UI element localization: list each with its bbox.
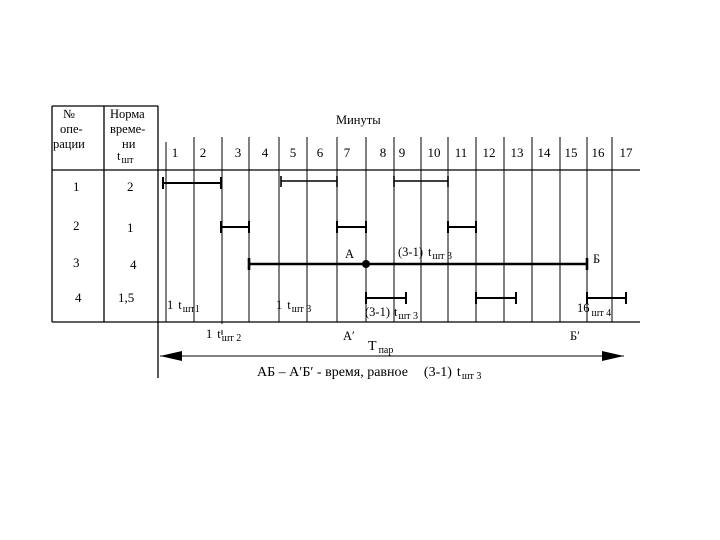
minute-label-4: 4 — [262, 145, 269, 160]
minute-label-11: 11 — [455, 145, 468, 160]
header-norm-line2: време- — [110, 122, 145, 136]
op1-bar-1 — [162, 177, 222, 189]
op4-bar-2 — [475, 292, 517, 304]
header-norm-line1: Норма — [110, 107, 145, 121]
minute-label-13: 13 — [511, 145, 524, 160]
op4-bar-3 — [586, 292, 627, 304]
row-op-1: 1 — [73, 179, 80, 194]
row-op-2: 2 — [73, 218, 80, 233]
minute-label-15: 15 — [565, 145, 578, 160]
row-norm-3: 4 — [130, 257, 137, 272]
minute-label-14: 14 — [538, 145, 552, 160]
op2-bar-1 — [220, 221, 250, 233]
caption: АБ – А′Б′ - время, равное(3-1)tшт 3 — [257, 365, 481, 382]
minutes-title: Минуты — [336, 113, 381, 127]
op4-bar-1 — [365, 292, 407, 304]
minute-label-10: 10 — [428, 145, 441, 160]
op3-bar — [247, 258, 589, 270]
minute-label-16: 16 — [592, 145, 606, 160]
minute-label-8: 8 — [380, 145, 387, 160]
minute-label-9: 9 — [399, 145, 406, 160]
row-norm-4: 1,5 — [118, 290, 134, 305]
label-point-a-prime: А′ — [343, 329, 355, 343]
op1-bar-2 — [280, 176, 338, 187]
op2-bar-3 — [447, 221, 477, 233]
label-point-b: Б — [593, 252, 600, 266]
header-op-line1: № — [63, 107, 75, 121]
minute-label-1: 1 — [172, 145, 179, 160]
label-point-b-prime: Б′ — [570, 329, 580, 343]
header-norm-line3: ни — [122, 137, 136, 151]
label-point-a: А — [345, 247, 354, 261]
op1-bar-3 — [393, 176, 449, 187]
header-norm-symbol: tшт — [117, 149, 134, 166]
op2-bar-2 — [336, 221, 367, 233]
minute-label-2: 2 — [200, 145, 207, 160]
minute-label-7: 7 — [344, 145, 351, 160]
table-frame — [51, 105, 640, 378]
header-op-line3: рации — [53, 137, 85, 151]
row-op-4: 4 — [75, 290, 82, 305]
label-31tsht3-row3: (3-1)tшт 3 — [398, 245, 452, 262]
header-op-line2: опе- — [60, 122, 83, 136]
t-par-arrow-left-head — [160, 351, 182, 361]
minute-label-17: 17 — [620, 145, 634, 160]
row-norm-2: 1 — [127, 220, 134, 235]
minute-label-12: 12 — [483, 145, 496, 160]
row-op-3: 3 — [73, 255, 80, 270]
label-31tsht3-row4: (3-1)tшт 3 — [365, 305, 418, 322]
row-norm-1: 2 — [127, 179, 134, 194]
t-par-arrow — [160, 351, 624, 361]
point-a-dot — [362, 260, 370, 268]
minute-label-3: 3 — [235, 145, 242, 160]
t-par-arrow-right-head — [602, 351, 624, 361]
minute-label-6: 6 — [317, 145, 324, 160]
gantt-segments — [162, 176, 627, 304]
minute-label-5: 5 — [290, 145, 297, 160]
